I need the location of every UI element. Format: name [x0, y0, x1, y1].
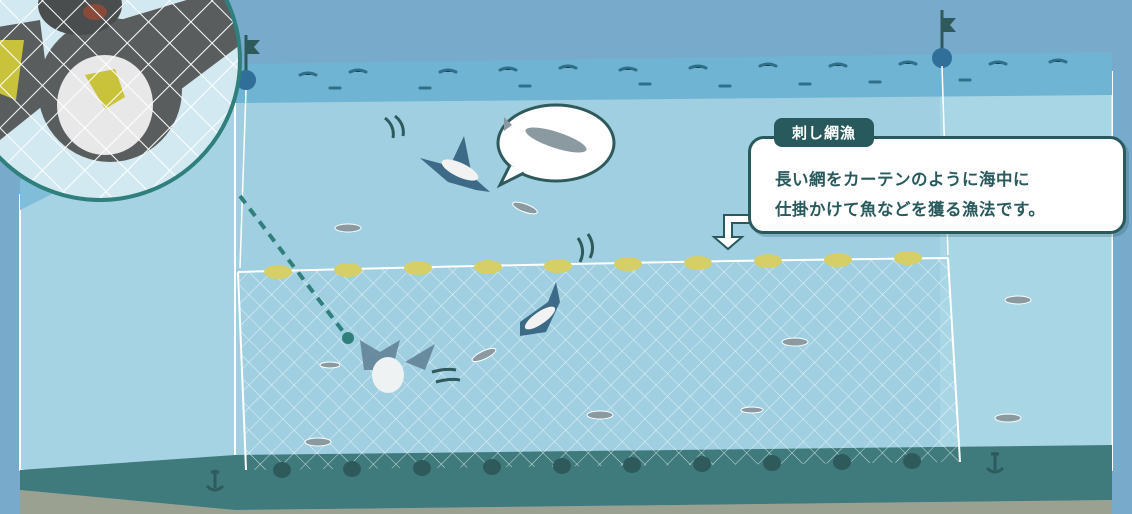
method-callout: 長い網をカーテンのように海中に 仕掛かけて魚などを獲る漁法です。 刺し網漁	[748, 118, 1128, 236]
surface-ripples	[298, 58, 1068, 90]
anchor-icon	[205, 470, 225, 492]
sinker-line	[273, 453, 921, 478]
water-surface	[235, 52, 1112, 103]
entangled-seabird-icon	[360, 340, 461, 393]
callout-arrow	[711, 214, 760, 251]
marker-buoy-icon	[932, 10, 956, 68]
magnifier-pointer	[238, 194, 350, 340]
float-line	[264, 251, 922, 279]
gill-net	[237, 257, 961, 471]
callout-box: 長い網をカーテンのように海中に 仕掛かけて魚などを獲る漁法です。	[748, 136, 1126, 234]
callout-line-1: 長い網をカーテンのように海中に	[775, 170, 1030, 189]
sardine-icon	[304, 201, 1032, 447]
thought-bubble	[496, 103, 616, 189]
callout-line-2: 仕掛かけて魚などを獲る漁法です。	[775, 200, 1046, 219]
diving-seabird-icon	[384, 114, 490, 192]
magnified-view	[0, 0, 242, 202]
callout-description: 長い網をカーテンのように海中に 仕掛かけて魚などを獲る漁法です。	[775, 165, 1115, 225]
callout-title: 刺し網漁	[774, 118, 875, 147]
diving-seabird-icon	[520, 233, 595, 336]
anchor-icon	[985, 452, 1005, 474]
